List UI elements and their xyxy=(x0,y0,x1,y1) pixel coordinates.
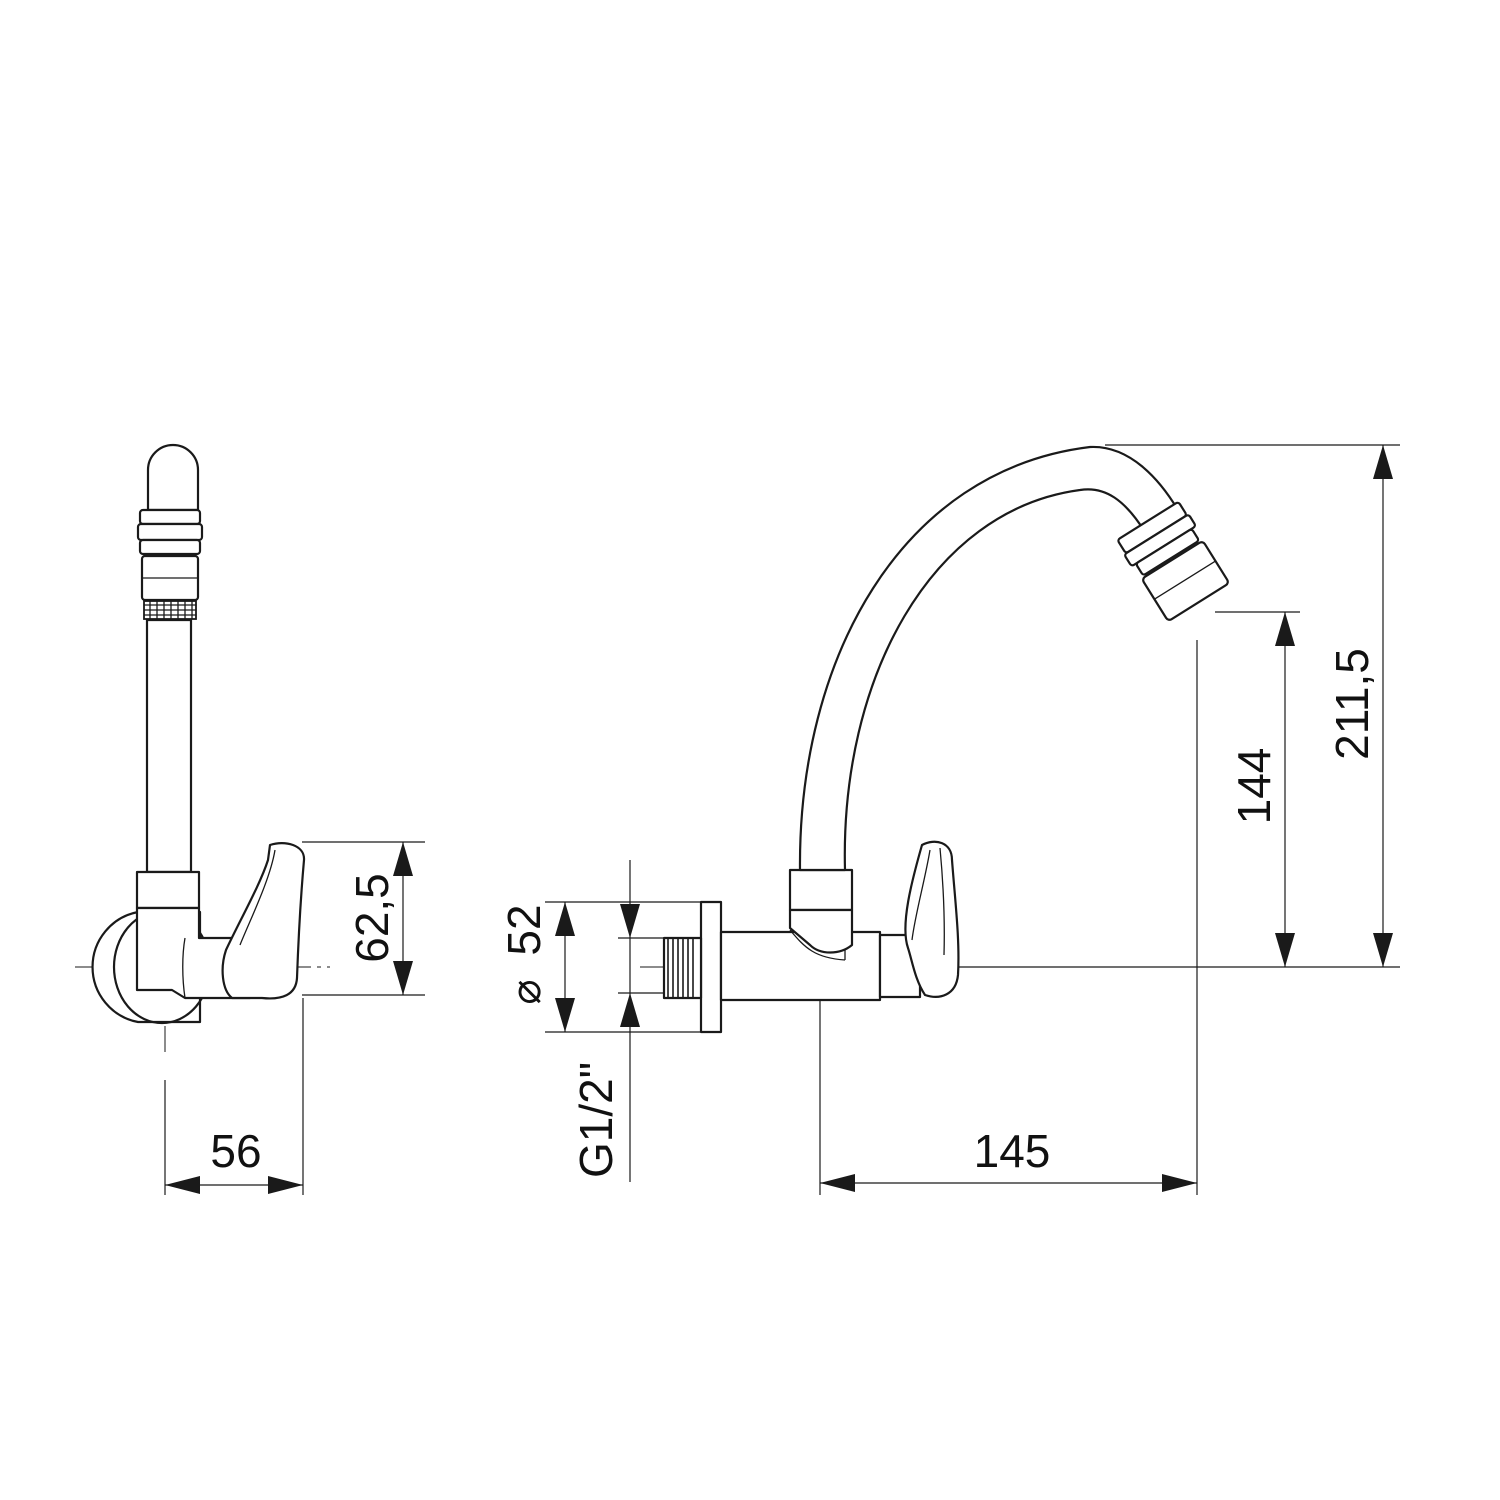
overall-height-arrow-bottom xyxy=(1373,933,1393,967)
thread-arrow-top xyxy=(620,904,640,938)
side-spout-cap xyxy=(146,443,200,512)
front-lever-handle xyxy=(904,840,960,998)
outlet-height-arrow-bottom xyxy=(1275,933,1295,967)
side-depth-arrow-right xyxy=(268,1176,303,1194)
front-aerator-ring-3 xyxy=(1135,528,1200,576)
front-wall-flange xyxy=(699,900,723,1034)
front-thread-pattern xyxy=(667,938,694,998)
front-aerator-assembly xyxy=(1117,501,1229,621)
side-swivel-ring-1 xyxy=(138,508,202,526)
front-aerator xyxy=(1142,541,1229,621)
side-height-arrow-bottom xyxy=(393,961,413,995)
side-swivel-ring-2 xyxy=(136,522,204,542)
outlet-height-arrow-top xyxy=(1275,612,1295,646)
side-body-collar xyxy=(135,870,201,910)
side-view xyxy=(75,443,330,1058)
diameter-symbol: ⌀ xyxy=(502,979,549,1004)
overall-height-arrow-top xyxy=(1373,445,1393,479)
thread-size-label: G1/2" xyxy=(570,1062,622,1178)
side-spout-tube xyxy=(145,618,193,874)
side-height-label: 62,5 xyxy=(346,873,398,963)
reach-arrow-right xyxy=(1162,1174,1197,1192)
flange-diameter-arrow-top xyxy=(555,902,575,936)
side-depth-label: 56 xyxy=(210,1125,261,1177)
overall-height-label: 211,5 xyxy=(1326,648,1378,760)
flange-diameter-label: 52 xyxy=(498,904,550,955)
reach-label: 145 xyxy=(974,1125,1051,1177)
side-lever-handle xyxy=(221,842,306,1000)
side-aerator-mesh-pattern xyxy=(144,601,196,619)
side-dimensions: 62,5 56 xyxy=(164,841,425,1195)
front-dimensions: 52 ⌀ G1/2" 145 144 211,5 xyxy=(498,444,1400,1195)
thread-arrow-bottom xyxy=(620,993,640,1027)
side-swivel-ring-3 xyxy=(138,538,202,556)
reach-arrow-left xyxy=(820,1174,855,1192)
flange-diameter-arrow-bottom xyxy=(555,998,575,1032)
front-spout-base xyxy=(788,908,854,954)
front-view xyxy=(640,445,1229,1034)
side-depth-arrow-left xyxy=(165,1176,200,1194)
front-spout-collar xyxy=(788,868,854,912)
outlet-height-label: 144 xyxy=(1228,748,1280,825)
side-height-arrow-top xyxy=(393,842,413,876)
front-curved-spout xyxy=(798,445,1180,872)
